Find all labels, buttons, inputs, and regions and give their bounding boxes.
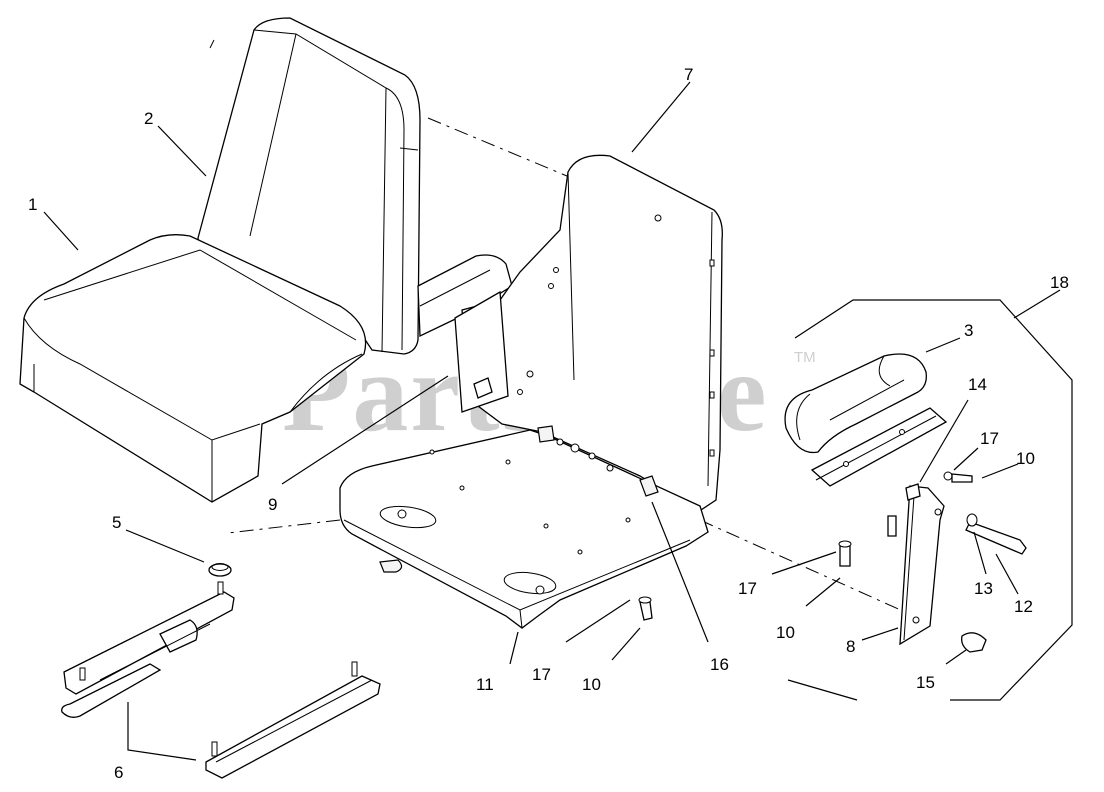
callout-3: 3 [964, 321, 973, 340]
callout-labels: 1 2 3 5 6 7 8 9 10 10 10 11 12 13 14 15 … [28, 65, 1069, 782]
hardware-bolts [638, 471, 1027, 653]
callout-18: 18 [1050, 273, 1069, 292]
callout-17-a: 17 [738, 579, 757, 598]
callout-10-c: 10 [582, 675, 601, 694]
callout-10-b: 10 [1016, 449, 1035, 468]
alignment-line-arm [699, 519, 906, 613]
mount-bumper [208, 563, 232, 577]
armrest-bracket-channel [810, 407, 948, 487]
callout-16: 16 [710, 655, 729, 674]
seat-bottom-cushion [19, 234, 367, 503]
armrest-support-bracket [899, 485, 945, 646]
callout-15: 15 [916, 673, 935, 692]
callout-11: 11 [476, 675, 494, 694]
callout-14: 14 [968, 375, 987, 394]
callout-7: 7 [684, 65, 693, 84]
callout-13: 13 [974, 579, 993, 598]
armrest-kit-boundary [787, 299, 1073, 701]
seat-frame-back-plate [461, 154, 723, 513]
leader-lines [43, 81, 1061, 761]
armrest-pad [784, 353, 927, 454]
alignment-line-mount [227, 519, 341, 534]
seat-slide-rail-left [61, 581, 235, 718]
watermark-trademark: TM [794, 349, 816, 366]
seat-pan [339, 425, 709, 629]
side-bracket-left [454, 290, 509, 413]
callout-6: 6 [114, 763, 123, 782]
callout-17-c: 17 [980, 429, 999, 448]
callout-9: 9 [268, 495, 277, 514]
callout-17-b: 17 [532, 665, 551, 684]
callout-2: 2 [144, 109, 153, 128]
callout-5: 5 [112, 513, 121, 532]
seat-slide-rail-right [205, 661, 381, 779]
callout-12: 12 [1014, 597, 1033, 616]
callout-10-a: 10 [776, 623, 795, 642]
callout-8: 8 [846, 637, 855, 656]
callout-1: 1 [28, 195, 37, 214]
